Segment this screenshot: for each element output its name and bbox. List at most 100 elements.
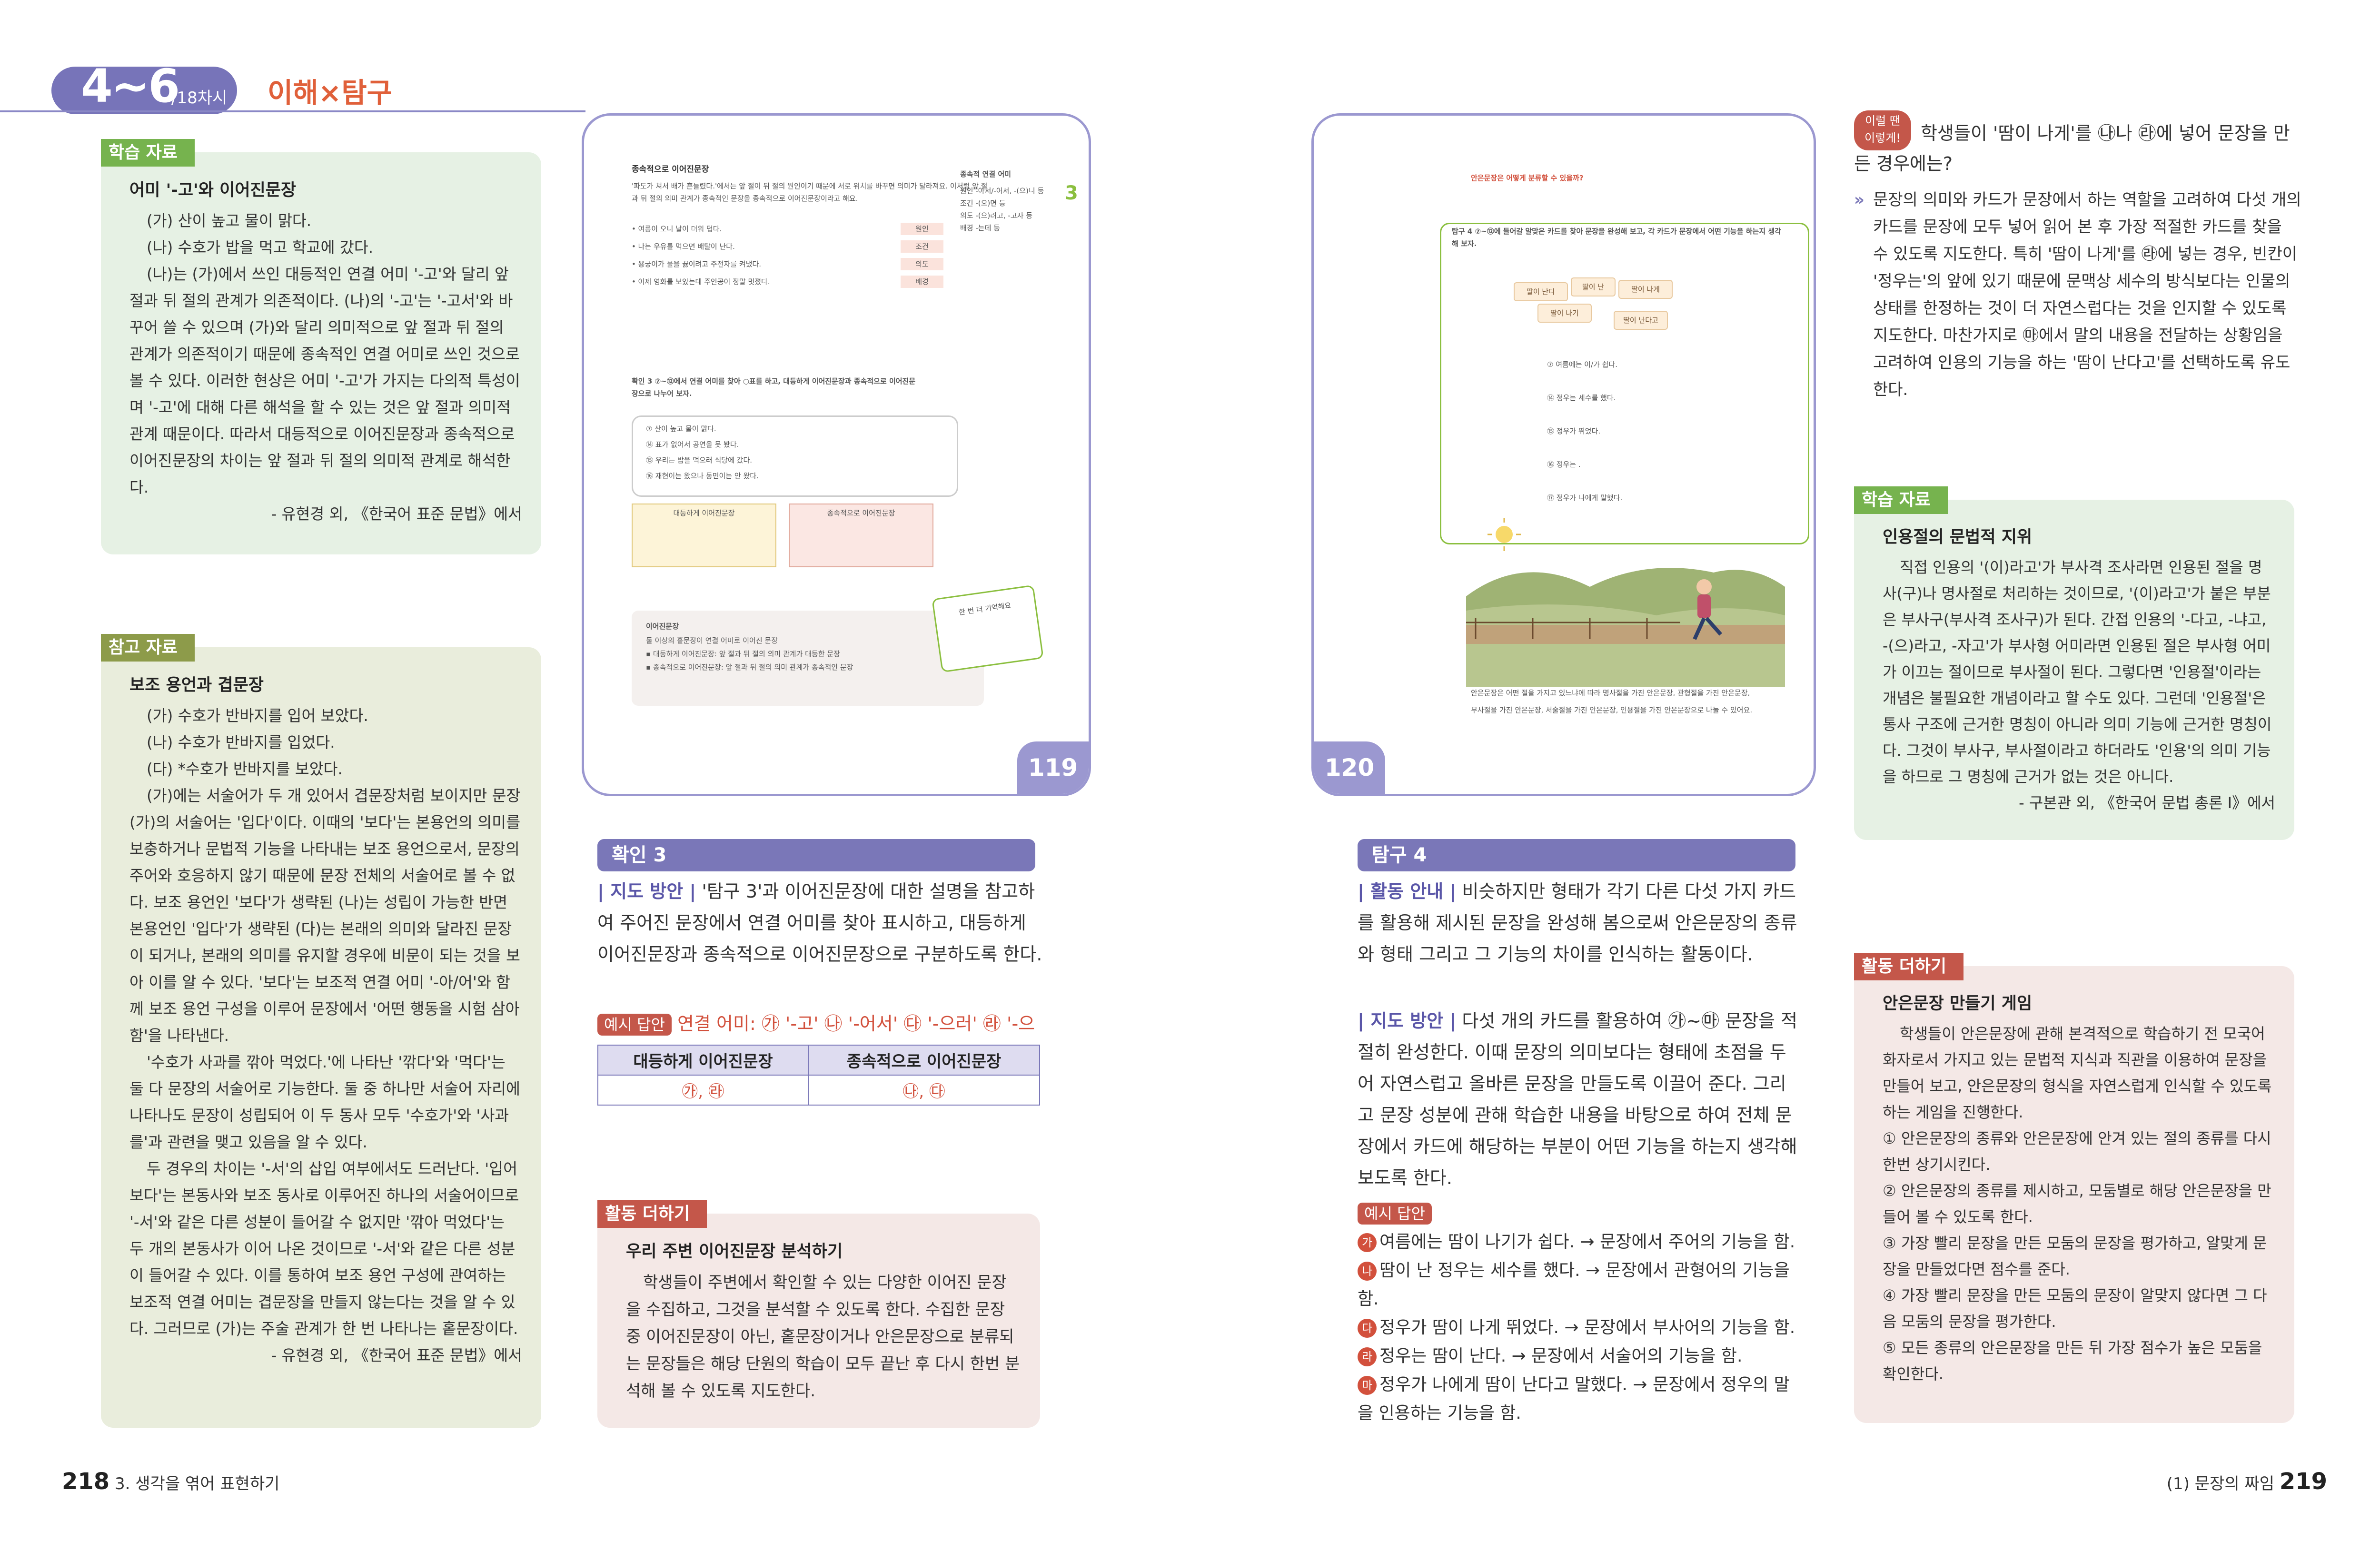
- lesson-period: /18차시: [171, 89, 228, 108]
- check3-heading: 확인 3: [597, 839, 1035, 871]
- example-line: (가) 수호가 반바지를 입어 보았다.: [147, 707, 368, 725]
- answer-line: 정우는 땀이 난다. → 문장에서 서술어의 기능을 함.: [1379, 1346, 1743, 1366]
- guide-text: '탐구 3'과 이어진문장에 대한 설명을 참고하여 주어진 문장에서 연결 어…: [597, 881, 1042, 965]
- learning-material-box-right: 학습 자료 인용절의 문법적 지위 직접 인용의 '(이)라고'가 부사격 조사…: [1854, 486, 2294, 840]
- thumb-task: 확인 3 ⑦~⑫에서 연결 어미를 찾아 ○표를 하고, 대등하게 이어진문장과…: [632, 377, 916, 398]
- thumb-example: • 용궁이가 물을 끓이려고 주전자를 켜냈다.: [632, 260, 762, 268]
- textbook-page-119: 종속적으로 이어진문장 '파도가 쳐서 배가 흔들렸다.'에서는 앞 절이 뒤 …: [582, 113, 1091, 796]
- thumb-task: 탐구 4 ⑦~⑫에 들어갈 알맞은 카드를 찾아 문장을 완성해 보고, 각 카…: [1452, 227, 1781, 248]
- thumb-table-row: 원인 -아서/-어서, -(으)니 등: [960, 187, 1044, 195]
- example-line: (가) 산이 높고 물이 맑다.: [147, 212, 312, 230]
- answer-line: 정우가 나에게 땀이 난다고 말했다. → 문장에서 정우의 말을 인용하는 기…: [1358, 1375, 1790, 1423]
- source-citation: - 구본관 외, 《한국어 문법 총론 Ⅰ》에서: [2019, 794, 2275, 812]
- answer-pad-label: 대등하게 이어진문장: [673, 509, 735, 517]
- example-line: (다) *수호가 반바지를 보았다.: [147, 760, 343, 778]
- tip-badge-top: 이럴 땐: [1865, 114, 1900, 128]
- relation-tag: 원인: [901, 223, 943, 235]
- table-header: 종속적으로 이어진문장: [808, 1045, 1040, 1076]
- answer-marker: 라: [1358, 1347, 1377, 1366]
- section-title: (1) 문장의 짜임: [2166, 1474, 2274, 1493]
- guide-label: | 지도 방안 |: [1358, 1010, 1457, 1031]
- answer-marker: 가: [1358, 1233, 1377, 1252]
- box-tab: 참고 자료: [101, 634, 195, 662]
- lesson-number: 4~6: [81, 59, 180, 113]
- page-number-right: 219: [2279, 1468, 2327, 1495]
- guide-text: 다섯 개의 카드를 활용하여 ㉮~㉲ 문장을 적절히 완성한다. 이때 문장의 …: [1358, 1010, 1798, 1188]
- box-body: '수호가 사과를 깎아 먹었다.'에 나타난 '깎다'와 '먹다'는 둘 다 문…: [129, 1053, 520, 1151]
- box-body: 학생들이 안은문장에 관해 본격적으로 학습하기 전 모국어 화자로서 가지고 …: [1883, 1025, 2272, 1121]
- word-card: 딸이 난다고: [1614, 311, 1668, 330]
- runner-illustration: [1466, 518, 1785, 687]
- box-tab: 학습 자료: [101, 139, 195, 167]
- chapter-title: 3. 생각을 엮어 표현하기: [115, 1474, 280, 1493]
- box-body: (나)는 (가)에서 쓰인 대등적인 연결 어미 '-고'와 달리 앞 절과 뒤…: [129, 265, 520, 496]
- blank-sentence: ⑮ 정우가 뛰었다.: [1547, 427, 1601, 435]
- thumb-title: 종속적으로 이어진문장: [632, 165, 709, 174]
- relation-tag: 조건: [901, 240, 943, 253]
- table-cell: ㉮, ㉱: [597, 1075, 809, 1106]
- answer-pad-label: 종속적으로 이어진문장: [827, 509, 895, 517]
- source-citation: - 유현경 외, 《한국어 표준 문법》에서: [271, 505, 522, 523]
- source-citation: - 유현경 외, 《한국어 표준 문법》에서: [271, 1346, 522, 1364]
- task-box: [632, 415, 958, 497]
- box-tab: 활동 더하기: [1854, 953, 1964, 980]
- thumb-table-row: 배경 -는데 등: [960, 224, 1000, 232]
- summary-box: 이어진문장 둘 이상의 홑문장이 연결 어미로 이어진 문장 ▪ 대등하게 이어…: [632, 611, 984, 706]
- extra-activity-box-right: 활동 더하기 안은문장 만들기 게임 학생들이 안은문장에 관해 본격적으로 학…: [1854, 953, 2294, 1423]
- relation-tag: 배경: [901, 276, 943, 288]
- blank-sentence: ⑯ 정우는 .: [1547, 460, 1581, 469]
- summary-title: 이어진문장: [646, 622, 679, 631]
- reference-material-box: 참고 자료 보조 용언과 겹문장 (가) 수호가 반바지를 입어 보았다. (나…: [101, 634, 541, 1428]
- note-card: 한 번 더 기억해요: [932, 584, 1044, 673]
- box-tab: 활동 더하기: [597, 1200, 707, 1228]
- word-card: 딸이 난: [1571, 277, 1616, 296]
- box-title: 인용절의 문법적 지위: [1883, 528, 2033, 547]
- footer-right: (1) 문장의 짜임 219: [2167, 1468, 2327, 1495]
- answer-marker: 다: [1358, 1319, 1377, 1338]
- box-title: 어미 '-고'와 이어진문장: [129, 181, 297, 200]
- step-item: ② 안은문장의 종류를 제시하고, 모둠별로 해당 안은문장을 만들어 볼 수 …: [1883, 1182, 2271, 1226]
- summary-line: 둘 이상의 홑문장이 연결 어미로 이어진 문장: [646, 636, 778, 645]
- guide-label: | 지도 방안 |: [597, 881, 696, 902]
- summary-line: ▪ 대등하게 이어진문장: 앞 절과 뒤 절의 의미 관계가 대등한 문장: [646, 650, 840, 658]
- thumb-task-item: ⑯ 재현이는 왔으나 동민이는 안 왔다.: [646, 472, 759, 480]
- explore4-guide2: | 지도 방안 | 다섯 개의 카드를 활용하여 ㉮~㉲ 문장을 적절히 완성한…: [1358, 1005, 1803, 1194]
- guide-text: 비슷하지만 형태가 각기 다른 다섯 가지 카드를 활용해 제시된 문장을 완성…: [1358, 881, 1797, 965]
- thumb-task-item: ⑮ 우리는 밥을 먹으러 식당에 갔다.: [646, 456, 753, 464]
- box-body: 학생들이 주변에서 확인할 수 있는 다양한 이어진 문장을 수집하고, 그것을…: [626, 1273, 1020, 1401]
- blank-sentence: ⑰ 정우가 나에게 말했다.: [1547, 494, 1623, 502]
- step-item: ⑤ 모든 종류의 안은문장을 만든 뒤 가장 점수가 높은 모둠을 확인한다.: [1883, 1339, 2262, 1383]
- answer-line: 여름에는 땀이 나기가 쉽다. → 문장에서 주어의 기능을 함.: [1379, 1232, 1795, 1252]
- check3-answer: 예시 답안 연결 어미: ㉮ '-고' ㉯ '-어서' ㉰ '-으러' ㉱ '-…: [597, 1008, 1042, 1071]
- table-cell: ㉯, ㉰: [808, 1075, 1040, 1106]
- explore4-heading: 탐구 4: [1358, 839, 1795, 871]
- section-number: 3: [1065, 182, 1078, 204]
- extra-activity-box: 활동 더하기 우리 주변 이어진문장 분석하기 학생들이 주변에서 확인할 수 …: [597, 1200, 1040, 1428]
- thumb-table-row: 의도 -(으)려고, -고자 등: [960, 211, 1033, 220]
- box-body: 두 경우의 차이는 '-서'의 삽입 여부에서도 드러난다. '입어 보다'는 …: [129, 1160, 519, 1338]
- learning-material-box: 학습 자료 어미 '-고'와 이어진문장 (가) 산이 높고 물이 맑다. (나…: [101, 139, 541, 554]
- header-divider: [0, 110, 585, 112]
- thumb-title: 안은문장은 어떻게 분류할 수 있을까?: [1471, 174, 1584, 182]
- check3-guide: | 지도 방안 | '탐구 3'과 이어진문장에 대한 설명을 참고하여 주어진…: [597, 876, 1042, 970]
- thumb-caption: 안은문장은 어떤 절을 가지고 있느냐에 따라 명사절을 가진 안은문장, 관형…: [1471, 689, 1753, 714]
- table-header: 대등하게 이어진문장: [597, 1045, 809, 1076]
- answer-label: 예시 답안: [1358, 1203, 1432, 1225]
- step-item: ③ 가장 빨리 문장을 만든 모둠의 문장을 평가하고, 알맞게 문장을 만들었…: [1883, 1234, 2267, 1278]
- box-title: 보조 용언과 겹문장: [129, 676, 264, 695]
- box-tab: 학습 자료: [1854, 486, 1948, 514]
- answer-marker: 나: [1358, 1262, 1377, 1281]
- page-number: 119: [1017, 741, 1089, 794]
- box-title: 우리 주변 이어진문장 분석하기: [626, 1242, 843, 1261]
- thumb-table-title: 종속적 연결 어미: [960, 170, 1012, 178]
- blank-sentence: ⑭ 정우는 세수를 했다.: [1547, 394, 1616, 402]
- answer-marker: 마: [1358, 1376, 1377, 1395]
- example-line: (나) 수호가 밥을 먹고 학교에 갔다.: [147, 238, 374, 257]
- note-text: 한 번 더 기억해요: [958, 601, 1012, 617]
- answer-line: 땀이 난 정우는 세수를 했다. → 문장에서 관형어의 기능을 함.: [1358, 1261, 1790, 1309]
- answer-label: 예시 답안: [597, 1014, 672, 1036]
- thumb-example: • 어제 영화를 보았는데 주인공이 정말 멋졌다.: [632, 277, 770, 286]
- example-line: (나) 수호가 반바지를 입었다.: [147, 733, 335, 751]
